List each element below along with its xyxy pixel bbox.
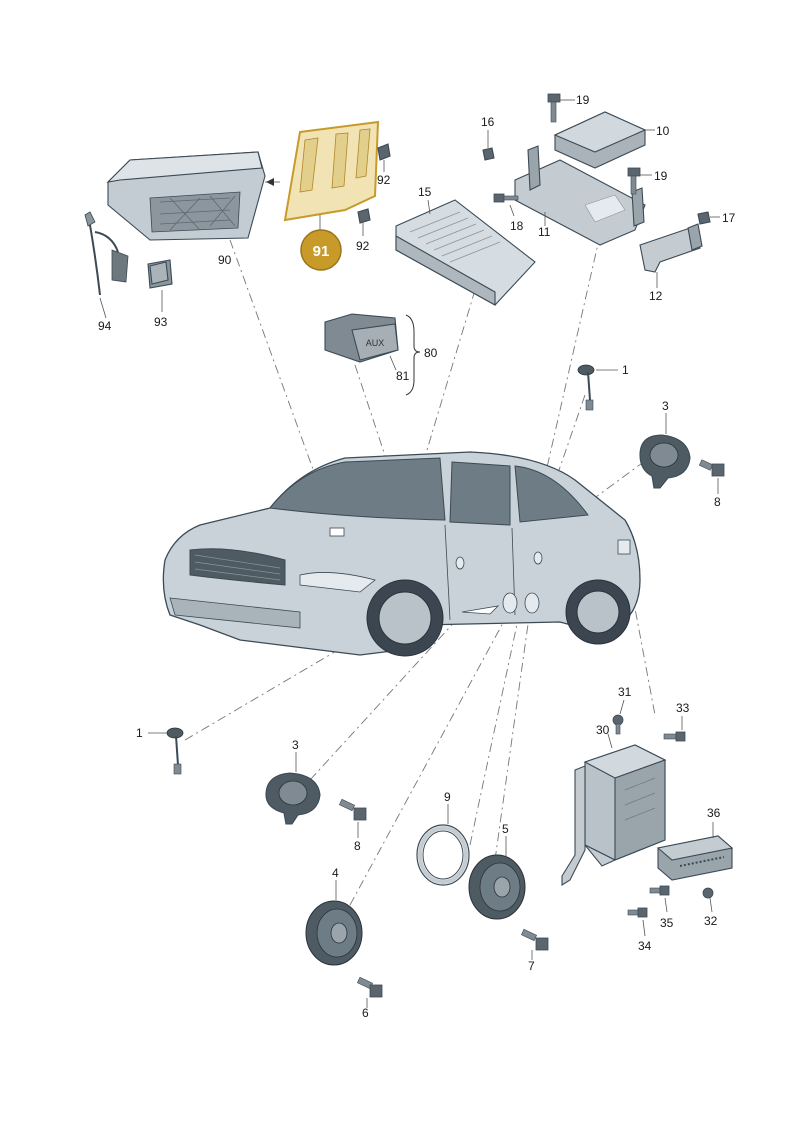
part-31-screw	[612, 714, 624, 735]
aux-label: AUX	[366, 338, 385, 348]
part-93-plug	[147, 259, 173, 289]
part-9-ring	[416, 824, 470, 886]
callout-34: 34	[638, 939, 652, 953]
part-6-screw	[356, 976, 383, 998]
callout-18: 18	[510, 219, 524, 233]
callout-15: 15	[418, 185, 432, 199]
callout-31: 31	[618, 685, 632, 699]
group-bracket-80	[405, 314, 421, 396]
part-81-aux-socket[interactable]: AUX	[324, 313, 399, 363]
callout-80: 80	[424, 346, 438, 360]
callout-9: 9	[444, 790, 451, 804]
part-7-screw	[520, 928, 549, 951]
callout-4: 4	[332, 866, 339, 880]
callout-5: 5	[502, 822, 509, 836]
callout-32: 32	[704, 914, 718, 928]
callout-11: 11	[538, 225, 551, 239]
part-16-nut	[482, 147, 495, 161]
part-90-control-unit[interactable]	[106, 151, 266, 241]
part-1-antenna-upper	[577, 364, 595, 411]
part-8-screw-upper	[698, 459, 725, 477]
callout-labels: 19 10 19 16 15 18 11 17 12 92 92 90 93 9…	[98, 93, 736, 1020]
part-92-clip-upper	[377, 143, 391, 161]
part-18-bolt	[493, 193, 519, 203]
callout-93: 93	[154, 315, 168, 329]
callout-92-b: 92	[356, 239, 370, 253]
arrow-head-icon	[266, 178, 274, 186]
car-illustration	[162, 451, 641, 657]
part-15-plate	[395, 199, 536, 306]
part-34-screw	[627, 907, 648, 918]
part-32-nut	[702, 887, 714, 899]
part-36-amplifier	[656, 835, 734, 881]
part-91-highlighted-panel[interactable]	[283, 120, 380, 222]
part-5-speaker	[468, 854, 526, 920]
part-19-bolt-lower	[627, 167, 641, 195]
callout-10: 10	[656, 124, 670, 138]
highlight-badge-91[interactable]	[300, 229, 342, 271]
part-35-screw	[649, 885, 670, 896]
part-30-holder	[561, 744, 667, 886]
part-17-nut	[697, 211, 711, 225]
callout-3-b: 3	[292, 738, 299, 752]
part-4-woofer	[305, 900, 363, 966]
part-10-module	[553, 111, 647, 169]
part-3-tweeter-lower	[265, 772, 321, 825]
callout-30: 30	[596, 723, 610, 737]
callout-12: 12	[649, 289, 663, 303]
callout-90: 90	[218, 253, 232, 267]
part-3-tweeter-upper	[639, 434, 691, 489]
callout-8-b: 8	[354, 839, 361, 853]
callout-35: 35	[660, 916, 674, 930]
callout-1-a: 1	[622, 363, 629, 377]
callout-19-b: 19	[654, 169, 668, 183]
callout-8-a: 8	[714, 495, 721, 509]
part-8-screw-lower	[338, 798, 367, 821]
part-12-bracket	[639, 223, 703, 273]
callout-16: 16	[481, 115, 495, 129]
callout-19-a: 19	[576, 93, 590, 107]
callout-1-b: 1	[136, 726, 143, 740]
callout-3-a: 3	[662, 399, 669, 413]
part-92-clip-lower	[357, 208, 371, 224]
callout-36: 36	[707, 806, 721, 820]
callout-7: 7	[528, 959, 535, 973]
callout-6: 6	[362, 1006, 369, 1020]
callout-33: 33	[676, 701, 690, 715]
part-94-cable	[84, 211, 129, 296]
part-33-screw	[663, 731, 686, 742]
callout-91: 91	[313, 243, 330, 260]
part-1-antenna-lower	[166, 727, 184, 775]
callout-94: 94	[98, 319, 112, 333]
callout-92-a: 92	[377, 173, 391, 187]
part-19-bolt-upper	[547, 93, 561, 123]
callout-81: 81	[396, 369, 410, 383]
callout-17: 17	[722, 211, 736, 225]
